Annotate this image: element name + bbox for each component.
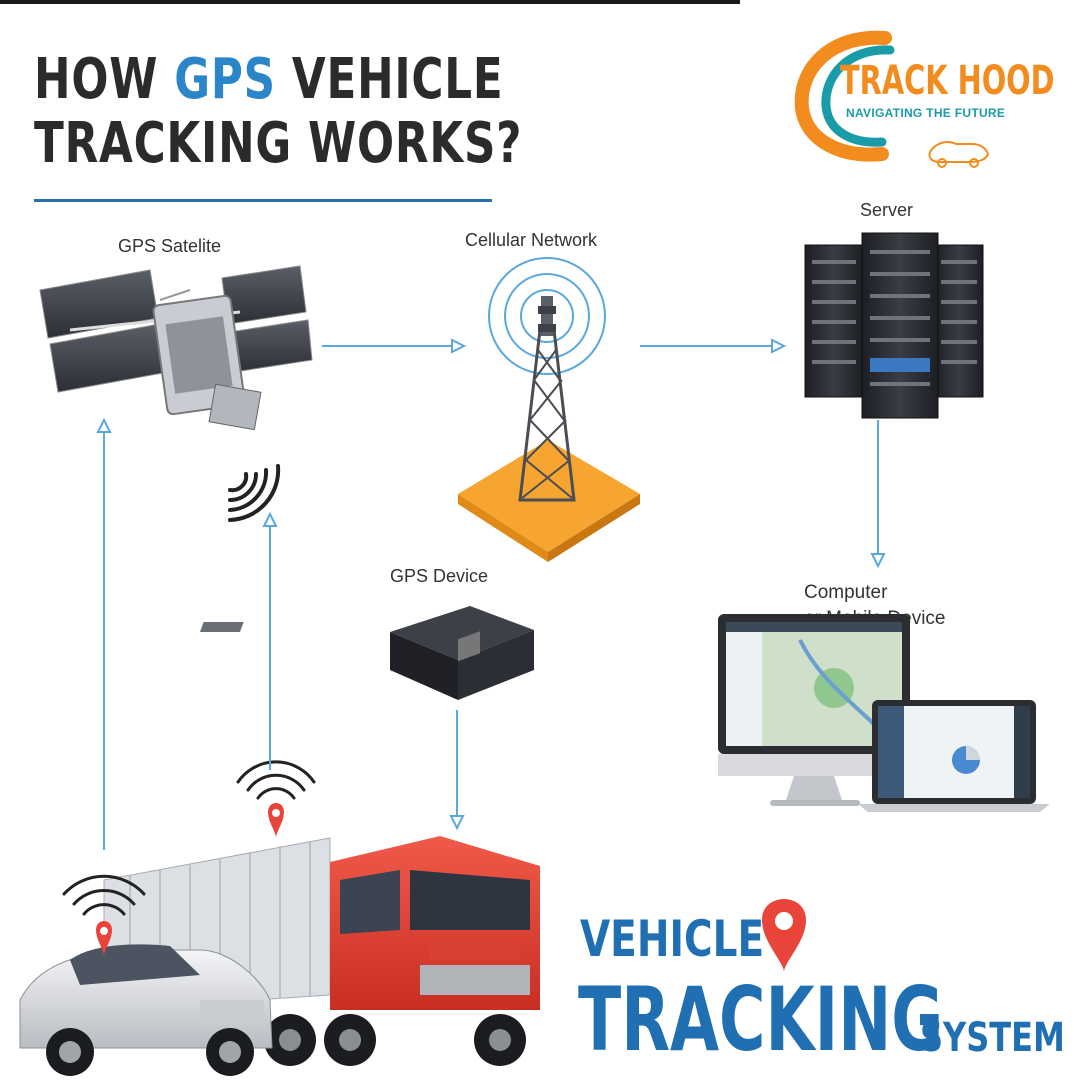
label-server: Server: [860, 200, 914, 220]
label-gps-satellite: GPS Satelite: [118, 236, 222, 256]
truck-wifi-icon: [236, 760, 316, 800]
cellular-tower-illustration: [458, 257, 640, 562]
vts-title-line1: VEHICLE: [580, 910, 765, 968]
flow-arrows: [96, 338, 886, 850]
server-illustration: [804, 232, 984, 419]
gps-device-illustration: [199, 606, 534, 700]
car-illustration: [19, 944, 273, 1076]
track-hood-logo: [794, 30, 990, 168]
label-cellular-network: Cellular Network: [465, 230, 598, 250]
brand-name: TRACK HOOD: [840, 58, 1055, 104]
computer-mobile-illustration: [718, 614, 1050, 812]
brand-tagline: NAVIGATING THE FUTURE: [846, 106, 1006, 120]
car-location-pin-icon: [96, 921, 112, 956]
top-rule: [0, 0, 740, 4]
truck-location-pin-icon: [268, 803, 284, 838]
gps-satellite-illustration: [39, 265, 313, 431]
title-accent: GPS: [174, 47, 276, 112]
vts-title-line2: TRACKING: [578, 968, 944, 1071]
title-underline: [34, 199, 492, 202]
vts-title-line3: SYSTEM: [920, 1015, 1065, 1061]
page-title: HOW GPS VEHICLE TRACKING WORKS?: [34, 47, 523, 176]
label-gps-device: GPS Device: [390, 566, 489, 586]
vts-location-pin-icon: [762, 899, 806, 972]
car-wifi-icon: [62, 874, 146, 916]
satellite-signal-icon: [228, 464, 281, 522]
